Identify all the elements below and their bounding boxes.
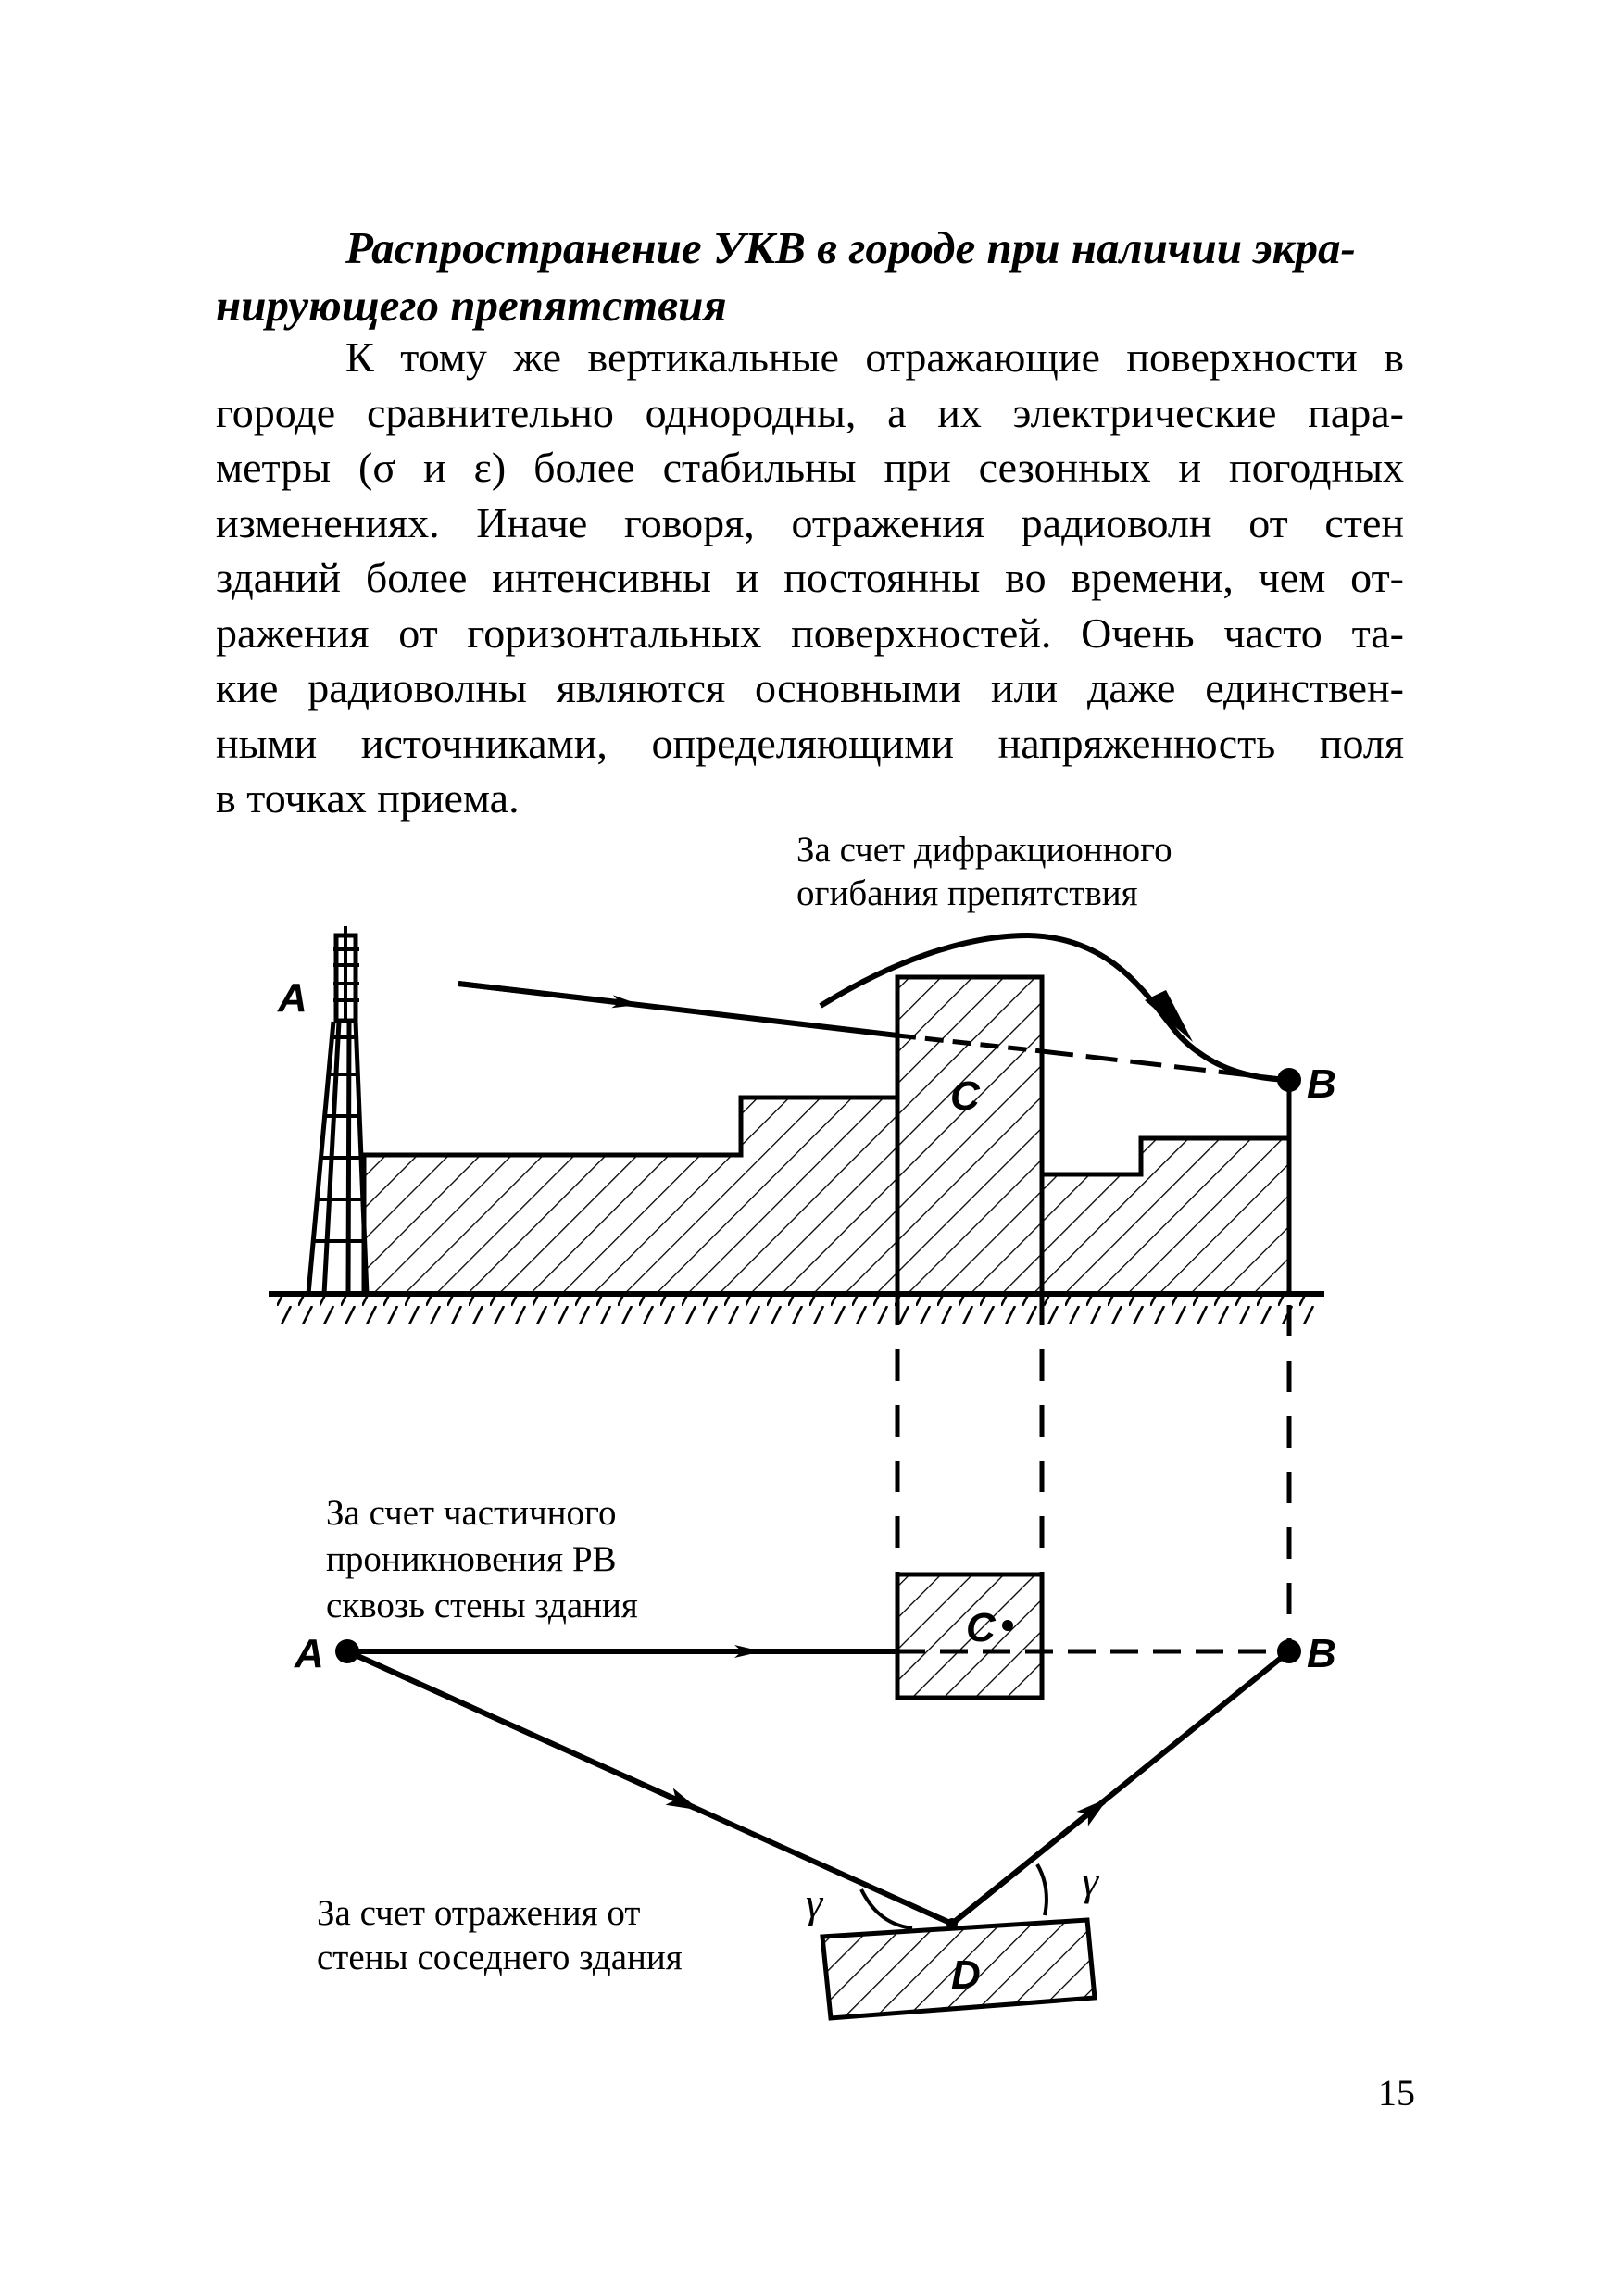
caption-penetration-line: За счет частичного bbox=[326, 1493, 617, 1533]
point-label-a-bottom: A bbox=[294, 1631, 324, 1676]
caption-reflection-line: стены соседнего здания bbox=[317, 1938, 683, 1977]
transmitter-tower bbox=[306, 926, 370, 1295]
caption-diffraction-line: За счет дифракционного bbox=[796, 830, 1172, 870]
section-heading: Распространение УКВ в городе при наличии… bbox=[216, 220, 1404, 334]
caption-reflection: За счет отражения от стены соседнего зда… bbox=[317, 1893, 683, 1977]
reflecting-building-d bbox=[820, 1917, 1097, 2021]
paragraph-line: изменениях. Иначе говоря, отражения ради… bbox=[216, 498, 1404, 546]
paragraph-line: кие радиоволны являются основными или да… bbox=[216, 664, 1404, 711]
transmitter-point-a bbox=[335, 1639, 359, 1663]
point-label-d: D bbox=[951, 1952, 981, 1998]
caption-penetration-line: сквозь стены здания bbox=[326, 1586, 638, 1625]
point-label-a-top: A bbox=[277, 975, 307, 1021]
paragraph-line: зданий более интенсивны и постоянны во в… bbox=[216, 554, 1404, 601]
caption-diffraction: За счет дифракционного огибания препятст… bbox=[796, 830, 1181, 913]
diffraction-arrowhead bbox=[1145, 990, 1193, 1042]
diffraction-ray bbox=[819, 932, 1288, 1083]
angle-label-incident: γ bbox=[806, 1879, 824, 1926]
point-label-c-bottom: C bbox=[966, 1605, 997, 1650]
reflection-incident-arrowhead bbox=[345, 1649, 700, 1811]
reflection-point-d bbox=[946, 1918, 958, 1929]
page-number: 15 bbox=[1378, 2072, 1415, 2114]
body-paragraph: К тому же вертикальные отражающие поверх… bbox=[216, 330, 1404, 826]
caption-penetration-line: проникновения РВ bbox=[326, 1539, 617, 1579]
paragraph-line: городе сравнительно однородны, а их элек… bbox=[216, 388, 1404, 436]
caption-reflection-line: За счет отражения от bbox=[317, 1893, 640, 1933]
ground-hatch bbox=[273, 1297, 1320, 1324]
paragraph-line: К тому же вертикальные отражающие поверх… bbox=[345, 333, 1404, 381]
city-profile: A B C За счет дифракционного огибания пр… bbox=[269, 830, 1336, 1651]
point-c-plan bbox=[1002, 1620, 1013, 1631]
point-label-b-bottom: B bbox=[1307, 1631, 1336, 1676]
angle-arc-reflected bbox=[1035, 1863, 1048, 1916]
point-label-b-top: B bbox=[1307, 1061, 1336, 1107]
paragraph-line: метры (σ и ε) более стабильны при сезонн… bbox=[216, 444, 1404, 491]
angle-label-reflected: γ bbox=[1082, 1857, 1100, 1904]
point-label-c-top: C bbox=[950, 1073, 981, 1119]
paragraph-line: ными источниками, определяющими напряжен… bbox=[216, 719, 1404, 767]
receiver-point-b-plan bbox=[1277, 1639, 1301, 1663]
paragraph-line: ражения от горизонтальных поверхностей. … bbox=[216, 609, 1404, 657]
obstacle-building-c bbox=[895, 974, 1045, 1294]
plan-view: A B C D γ γ За счет частичного проникнов… bbox=[294, 1493, 1336, 2021]
caption-penetration: За счет частичного проникновения РВ скво… bbox=[326, 1493, 638, 1625]
plan-building-c bbox=[895, 1572, 1045, 1700]
angle-arc-incident bbox=[859, 1888, 913, 1930]
direct-ray-arrowhead bbox=[458, 981, 640, 1009]
caption-diffraction-line: огибания препятствия bbox=[796, 873, 1138, 913]
section-heading-line-2: нирующего препятствия bbox=[216, 280, 727, 331]
reflection-reflected-arrowhead bbox=[950, 1798, 1109, 1926]
section-heading-line-1: Распространение УКВ в городе при наличии… bbox=[345, 222, 1356, 273]
paragraph-line: в точках приема. bbox=[216, 774, 520, 822]
